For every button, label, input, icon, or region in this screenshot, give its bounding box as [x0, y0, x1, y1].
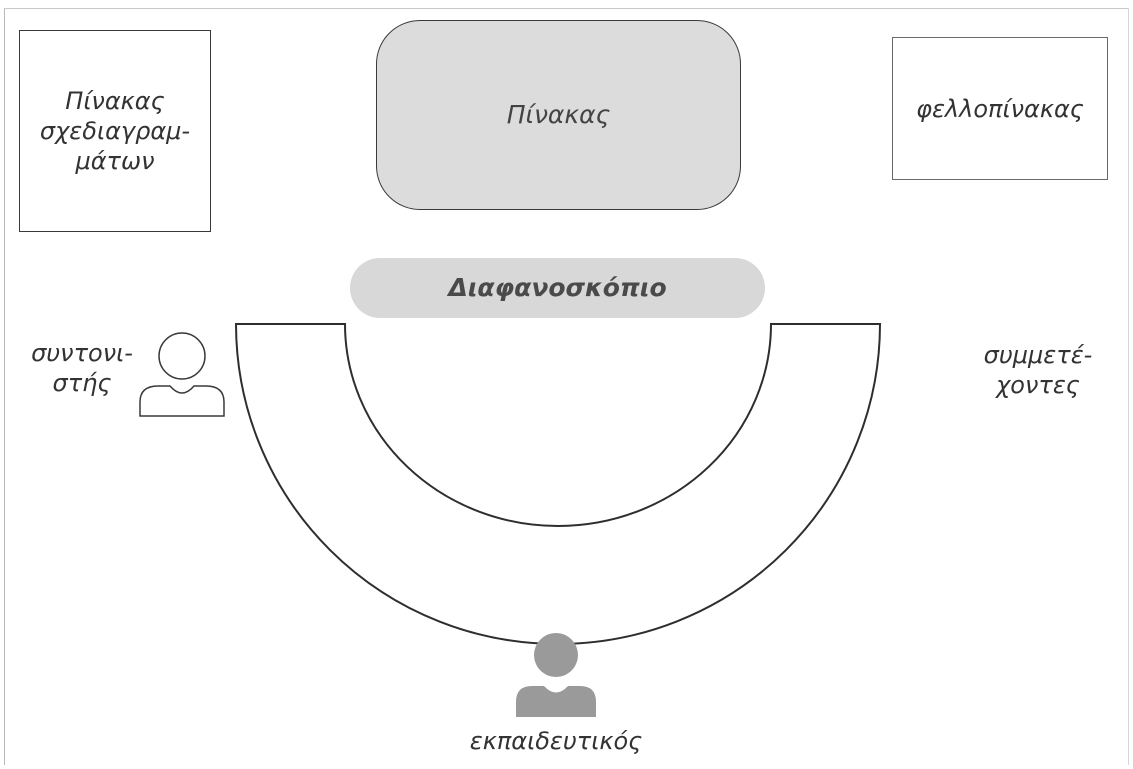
projector-label: Διαφανοσκόπιο: [448, 273, 667, 303]
cork-board-label: φελλοπίνακας: [916, 94, 1084, 123]
projector: Διαφανοσκόπιο: [350, 258, 765, 318]
coordinator-label: συντονι- στής: [31, 339, 133, 397]
main-board-label: Πίνακας: [506, 100, 611, 130]
page-frame: [4, 8, 1129, 765]
person-outline-icon: [139, 332, 225, 417]
main-board: Πίνακας: [376, 20, 741, 210]
drawing-board-label: Πίνακας σχεδιαγραμ- μάτων: [39, 87, 191, 175]
cork-board: φελλοπίνακας: [892, 37, 1108, 180]
teacher-label: εκπαιδευτικός: [469, 727, 643, 755]
drawing-board: Πίνακας σχεδιαγραμ- μάτων: [19, 30, 211, 232]
person-filled-icon: [516, 633, 596, 717]
u-shaped-table: [234, 323, 882, 645]
participants-label: συμμετέ- χοντες: [983, 341, 1093, 399]
